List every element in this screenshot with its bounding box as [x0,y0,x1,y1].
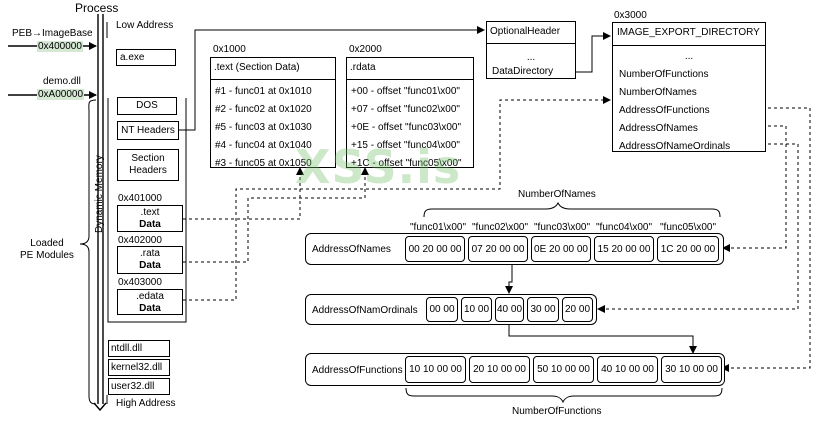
address-of-functions-label: AddressOfFunctions [312,365,403,376]
name-string: "func01\x00" [410,222,467,233]
export-field: AddressOfNameOrdinals [619,141,731,152]
export-field: NumberOfNames [619,87,697,98]
export-directory-panel: IMAGE_EXPORT_DIRECTORY ... NumberOfFunct… [612,22,766,152]
names-cell: 15 20 00 00 [594,236,654,262]
rdata-section-panel: .rdata +00 - offset "func01\x00" +07 - o… [346,57,474,169]
ordinal-cell: 40 00 [495,297,524,322]
section-headers-block: Section Headers [117,149,179,181]
text-row: #3 - func05 at 0x1050 [215,158,312,169]
optional-header-ellipsis: ... [526,52,536,63]
names-cell: 1C 20 00 00 [657,236,719,262]
dll-label: demo.dll [43,76,81,87]
dos-header-block: DOS [117,97,177,115]
names-cell: 0E 20 00 00 [531,236,591,262]
address-of-names-label: AddressOfNames [312,244,391,255]
name-string: "func02\x00" [472,222,529,233]
dll-address: 0xA00000 [37,89,85,100]
names-cell: 07 20 00 00 [468,236,528,262]
data-directory-field: DataDirectory [492,66,554,77]
high-address-label: High Address [116,398,176,409]
ordinal-cell: 10 00 [461,297,492,322]
kernel32-module: kernel32.dll [108,359,170,376]
export-field: ... [684,51,694,62]
function-cell: 50 10 00 00 [533,356,594,383]
export-dir-rva: 0x3000 [614,10,647,21]
peb-label: PEB→ImageBase [12,28,93,39]
text-section-panel: .text (Section Data) #1 - func01 at 0x10… [210,57,336,169]
optional-header-title: OptionalHeader [487,22,575,44]
exe-module: a.exe [116,49,176,66]
export-field: AddressOfFunctions [619,105,710,116]
low-address-label: Low Address [116,20,174,31]
rdata-row: +0E - offset "func03\x00" [351,122,462,133]
text-row: #4 - func04 at 0x1040 [215,140,312,151]
number-of-functions-label: NumberOfFunctions [512,406,602,417]
dynamic-memory-label: Dynamic Memory [94,155,105,233]
rdata-row: +00 - offset "func01\x00" [351,86,460,97]
name-string: "func05\x00" [660,222,717,233]
export-directory-title: IMAGE_EXPORT_DIRECTORY [613,23,765,46]
export-directory-fields: ... NumberOfFunctions NumberOfNames Addr… [613,46,765,158]
ordinal-cell: 20 00 [562,297,593,322]
rata-section-address: 0x402000 [118,235,162,246]
nt-headers-block: NT Headers [117,121,179,140]
function-cell: 30 10 00 00 [661,356,722,383]
ntdll-module: ntdll.dll [108,340,170,357]
rdata-row: +07 - offset "func02\x00" [351,104,460,115]
optional-header-panel: OptionalHeader ... DataDirectory [486,21,576,79]
names-cell: 00 20 00 00 [405,236,465,262]
user32-module: user32.dll [108,378,170,395]
text-row: #5 - func03 at 0x1030 [215,122,312,133]
function-cell: 20 10 00 00 [469,356,530,383]
watermark: XSS.is [295,140,462,194]
rdata-row: +15 - offset "func04\x00" [351,140,460,151]
function-cell: 10 10 00 00 [405,356,466,383]
text-section-rows: #1 - func01 at 0x1010 #2 - func02 at 0x1… [211,80,335,176]
ordinal-cell: 30 00 [527,297,559,322]
rdata-section-header: .rdata [347,58,473,80]
rdata-row: +1C - offset "func05\x00" [351,158,462,169]
export-field: NumberOfFunctions [619,69,709,80]
rdata-section-rows: +00 - offset "func01\x00" +07 - offset "… [347,80,473,176]
function-cell: 40 10 00 00 [597,356,658,383]
text-section-rva: 0x1000 [213,44,246,55]
export-field: AddressOfNames [619,123,698,134]
address-of-ordinals-label: AddressOfNamOrdinals [312,305,418,316]
peb-address: 0x400000 [37,41,83,52]
text-section-address: 0x401000 [118,193,162,204]
ordinal-cell: 00 00 [426,297,458,322]
text-row: #1 - func01 at 0x1010 [215,86,312,97]
rdata-section-rva: 0x2000 [349,44,382,55]
text-section-header: .text (Section Data) [211,58,335,80]
number-of-names-label: NumberOfNames [518,189,596,200]
process-title: Process [75,1,119,15]
name-string: "func04\x00" [596,222,653,233]
text-row: #2 - func02 at 0x1020 [215,104,312,115]
edata-section-address: 0x403000 [118,277,162,288]
name-string: "func03\x00" [534,222,591,233]
